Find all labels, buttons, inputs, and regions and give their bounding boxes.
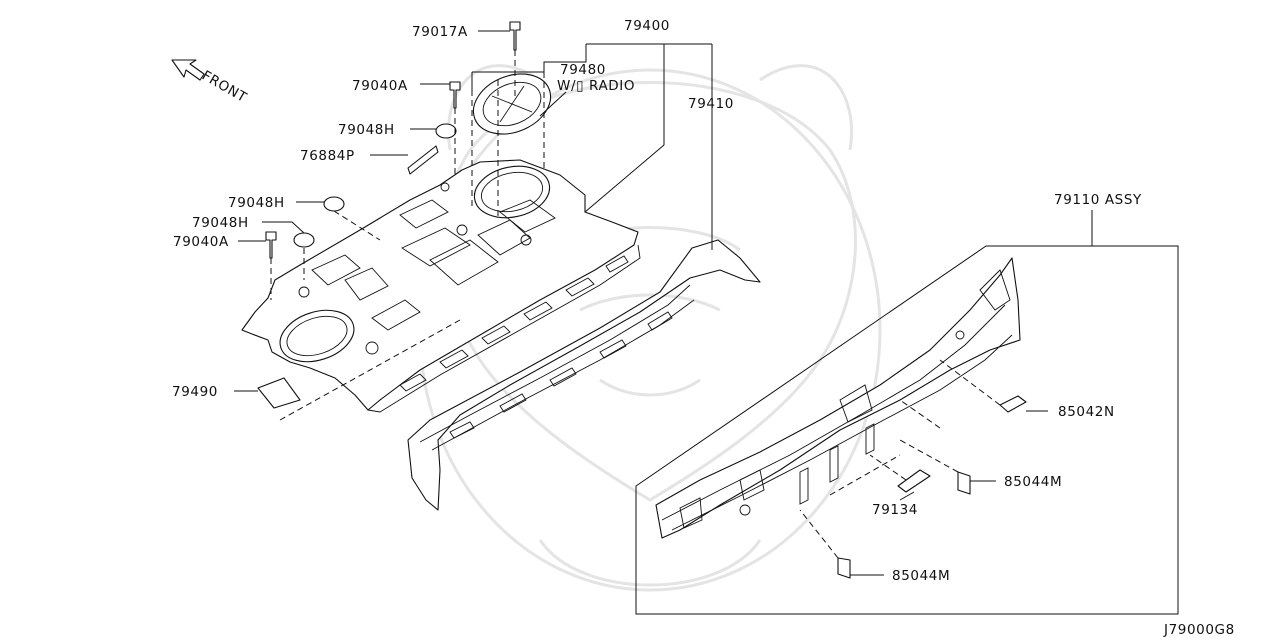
plugs	[293, 123, 457, 248]
label-79040A-low: 79040A	[173, 234, 229, 250]
label-76884P: 76884P	[300, 148, 355, 164]
label-wo-radio: W/▯ RADIO	[557, 78, 635, 94]
label-79400: 79400	[624, 18, 670, 34]
label-85042N: 85042N	[1058, 404, 1115, 420]
label-79048H-mid: 79048H	[228, 195, 285, 211]
label-79480: 79480	[560, 62, 606, 78]
rear-panel-assembly	[655, 257, 1021, 539]
assy-79110-box	[635, 210, 1179, 615]
leader-lines	[234, 30, 1048, 576]
seal-76884P	[407, 145, 439, 175]
label-85044M-right: 85044M	[1004, 474, 1062, 490]
label-79134: 79134	[872, 502, 918, 518]
bracket-85044M-right	[957, 471, 971, 495]
radio-bracket	[472, 73, 552, 135]
insulator-79490	[257, 377, 301, 409]
callout-labels: 79017A 79400 79480 W/▯ RADIO 79040A 7941…	[172, 18, 1235, 638]
rear-panel	[407, 239, 761, 511]
label-79040A-top: 79040A	[352, 78, 408, 94]
label-79048H-low: 79048H	[192, 215, 249, 231]
rear-parcel-shelf	[241, 159, 641, 413]
label-79490: 79490	[172, 384, 218, 400]
label-79410: 79410	[688, 96, 734, 112]
clip-85042N	[999, 395, 1027, 413]
front-label: FRONT	[199, 68, 250, 106]
diagram-code: J79000G8	[1163, 622, 1235, 638]
front-arrow: FRONT	[171, 59, 250, 106]
bolts	[265, 21, 521, 259]
watermark-emblem	[418, 64, 882, 592]
label-79110-assy: 79110 ASSY	[1054, 192, 1142, 208]
bracket-85044M-bottom	[837, 557, 851, 579]
dashed-guides	[270, 50, 1001, 559]
bracket-79134	[897, 469, 931, 493]
label-79048H-top: 79048H	[338, 122, 395, 138]
label-85044M-bottom: 85044M	[892, 568, 950, 584]
label-79017A: 79017A	[412, 24, 468, 40]
